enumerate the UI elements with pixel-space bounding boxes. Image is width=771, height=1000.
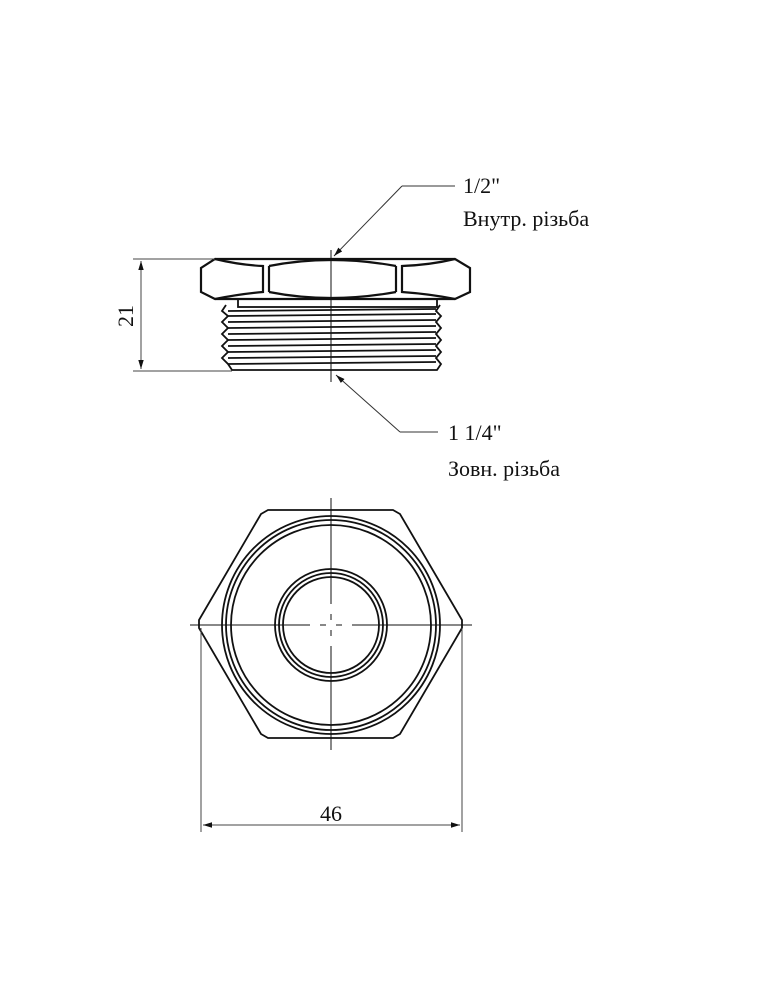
inner-thread-size: 1/2" bbox=[463, 173, 500, 198]
width-dimension bbox=[200, 628, 463, 832]
top-view bbox=[190, 498, 472, 750]
neck bbox=[237, 298, 438, 308]
width-dimension-value: 46 bbox=[320, 801, 342, 826]
height-dimension-value: 21 bbox=[113, 305, 138, 327]
outer-thread-size: 1 1/4" bbox=[448, 420, 502, 445]
height-dimension bbox=[133, 258, 232, 372]
outer-thread-leader bbox=[335, 374, 438, 433]
inner-thread-leader bbox=[333, 185, 455, 257]
top-center-lines bbox=[190, 498, 472, 750]
hexagon-outline bbox=[198, 509, 463, 739]
side-view bbox=[199, 250, 472, 382]
outer-thread-label: Зовн. різьба bbox=[448, 456, 560, 481]
outer-thread bbox=[220, 304, 443, 371]
inner-thread-label: Внутр. різьба bbox=[463, 206, 589, 231]
hex-nut-profile bbox=[199, 257, 472, 301]
